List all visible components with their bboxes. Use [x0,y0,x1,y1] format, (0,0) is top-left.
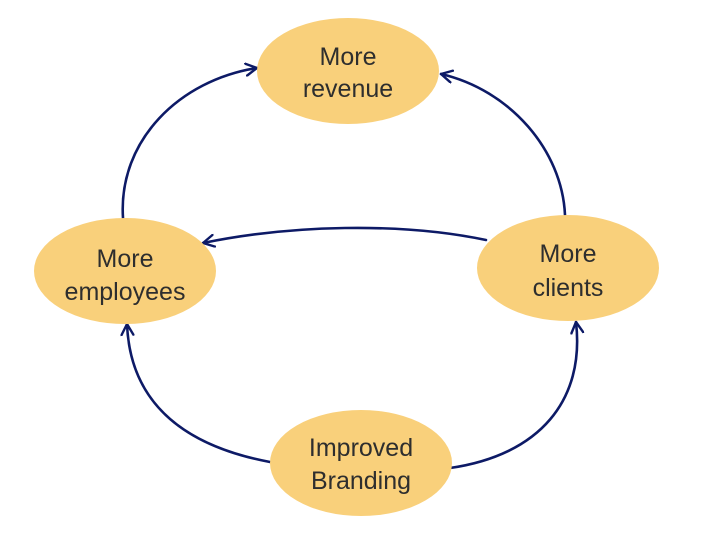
arrow-employees-to-revenue [121,68,259,220]
node-label-line2: revenue [303,75,393,103]
arrow-branding-to-employees [127,322,272,464]
node-label-line2: Branding [311,467,411,495]
node-ellipse [477,215,659,321]
node-more-revenue: More revenue [257,18,439,124]
node-more-employees: More employees [34,218,216,324]
node-label-line1: Improved [309,434,413,462]
node-ellipse [257,18,439,124]
node-label-line1: More [97,245,154,273]
node-label-line2: clients [533,274,604,302]
arrow-clients-to-revenue [439,74,567,217]
arrow-clients-to-employees [201,226,488,243]
node-improved-branding: Improved Branding [270,410,452,516]
node-label-line2: employees [65,278,186,306]
arrow-branding-to-clients [448,320,577,470]
node-ellipse [34,218,216,324]
node-label-line1: More [540,240,597,268]
node-more-clients: More clients [477,215,659,321]
node-ellipse [270,410,452,516]
node-label-line1: More [320,43,377,71]
